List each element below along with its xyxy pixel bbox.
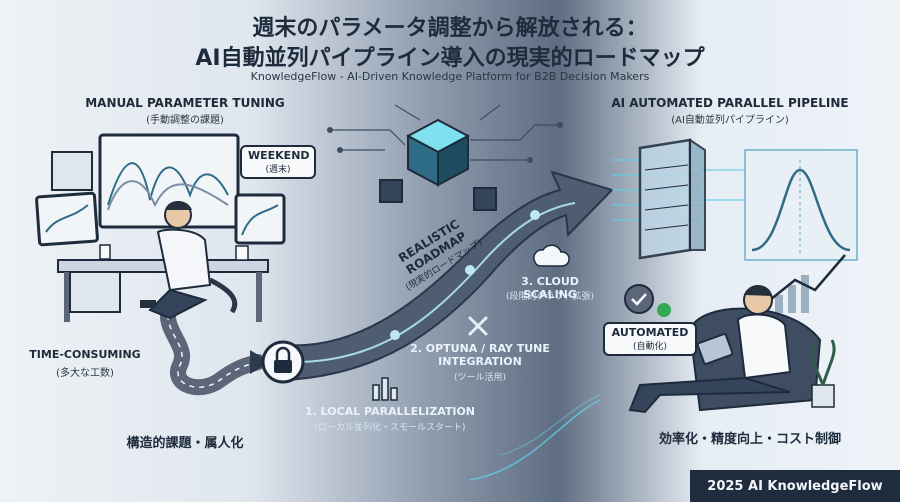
step-2-sublabel: (ツール活用): [453, 373, 507, 383]
step-1-label: 1. LOCAL PARALLELIZATION: [304, 405, 476, 418]
left-bottom-caption: 構造的課題・属人化: [126, 436, 244, 451]
ai-pipeline-subheading: (AI自動並列パイプライン): [671, 115, 789, 126]
chip-icon: [473, 187, 497, 211]
title-line-1: 週末のパラメータ調整から解放される：: [252, 16, 648, 41]
lock-icon: [261, 340, 305, 384]
automated-sublabel: (自動化): [632, 342, 668, 352]
relaxed-person-illustration: [628, 285, 836, 414]
ai-cube-icon: [405, 118, 471, 187]
circuit-lines: [330, 104, 560, 161]
tools-icon: [468, 316, 488, 336]
right-bottom-caption: 効率化・精度向上・コスト制御: [658, 432, 841, 447]
title-line-2: AI自動並列パイプライン導入の現実的ロードマップ: [195, 46, 705, 71]
weekend-label: WEEKEND: [248, 149, 310, 162]
footer-brand: 2025 AI KnowledgeFlow: [690, 470, 900, 502]
bar-chart-icon: [372, 377, 398, 401]
time-consuming-sublabel: (多大な工数): [56, 368, 114, 379]
ai-pipeline-heading: AI AUTOMATED PARALLEL PIPELINE: [611, 96, 849, 110]
weekend-sublabel: (週末): [265, 165, 291, 175]
weekend-calendar-badge: WEEKEND (週末): [240, 145, 316, 179]
parallel-pipeline-illustration: [612, 138, 858, 313]
cloud-icon: [533, 244, 570, 267]
automated-badge: AUTOMATED (自動化): [603, 322, 697, 356]
chip-icon: [379, 179, 403, 203]
manual-tuning-heading: MANUAL PARAMETER TUNING: [85, 96, 285, 110]
gear-check-icon: [624, 284, 671, 317]
automated-label: AUTOMATED: [611, 326, 689, 339]
step-2-label: 2. OPTUNA / RAY TUNE INTEGRATION: [410, 342, 550, 368]
step-1-sublabel: (ローカル並列化・スモールスタート): [314, 423, 466, 433]
time-consuming-label: TIME-CONSUMING: [29, 348, 141, 361]
manual-tuning-subheading: (手動調整の課題): [146, 115, 224, 126]
step-3-sublabel: (段階的クラウド拡張): [505, 292, 595, 302]
winding-road: [160, 297, 266, 396]
roadmap-arrow: [284, 170, 614, 382]
subtitle: KnowledgeFlow - AI-Driven Knowledge Plat…: [250, 70, 650, 83]
workstation-illustration: [35, 133, 286, 322]
step-3-label: 3. CLOUD SCALING: [521, 275, 579, 301]
